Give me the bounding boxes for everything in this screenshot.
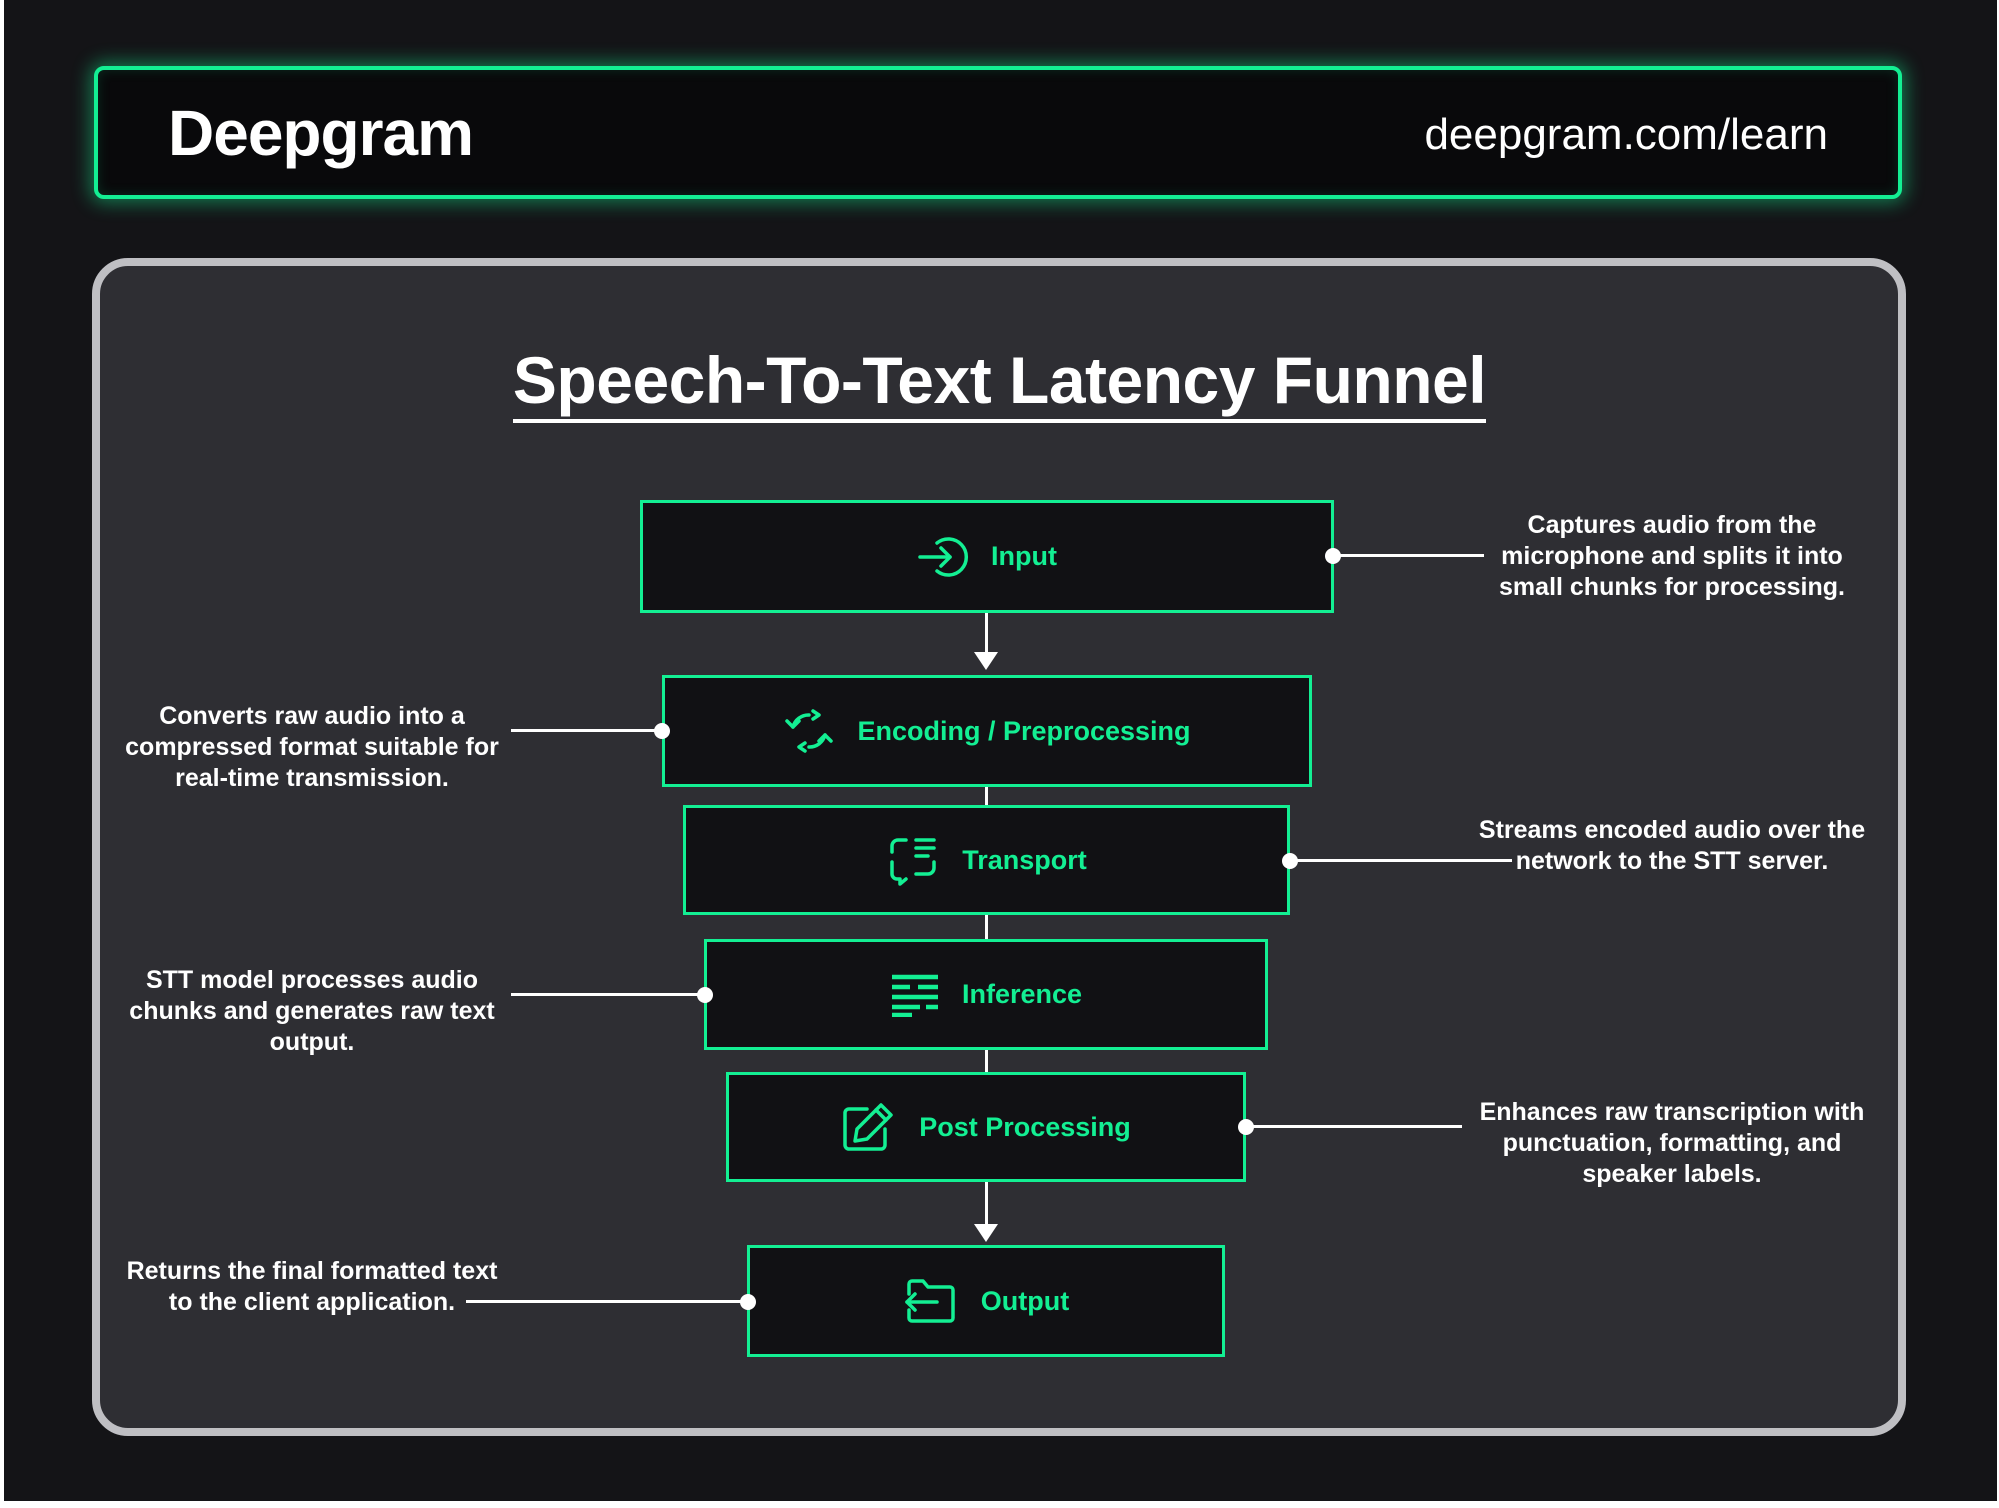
connector-transport-inference <box>985 915 988 939</box>
description-output: Returns the final formatted text to the … <box>126 1257 498 1316</box>
stage-inference: Inference <box>704 939 1268 1050</box>
stage-label: Input <box>991 541 1057 571</box>
text-lines-icon <box>890 973 940 1017</box>
callout-dot-input <box>1325 548 1341 564</box>
callout-line-output <box>466 1300 748 1303</box>
folder-export-icon <box>903 1278 959 1324</box>
stage-label: Post Processing <box>919 1111 1131 1142</box>
connector-encoding-transport <box>985 787 988 805</box>
refresh-arrows-icon <box>783 705 835 757</box>
stage-transport: Transport <box>683 805 1290 915</box>
connector-inference-post <box>985 1050 988 1072</box>
arrow-into-circle-icon <box>917 535 969 579</box>
description-transport: Streams encoded audio over the network t… <box>1478 816 1866 875</box>
connector-input-encoding <box>985 613 988 653</box>
arrowhead-encoding <box>974 652 998 670</box>
chat-transfer-icon <box>886 834 940 886</box>
pencil-edit-icon <box>841 1101 897 1153</box>
description-post-processing: Enhances raw transcription with punctuat… <box>1479 1098 1865 1188</box>
callout-line-encoding <box>511 729 663 732</box>
stage-label: Inference <box>961 979 1083 1009</box>
stage-label: Encoding / Preprocessing <box>857 715 1191 746</box>
stage-label: Transport <box>962 844 1087 875</box>
description-encoding: Converts raw audio into a compressed for… <box>125 702 499 792</box>
description-inference: STT model processes audio chunks and gen… <box>129 966 495 1056</box>
callout-dot-inference <box>697 987 713 1003</box>
stage-output: Output <box>747 1245 1225 1357</box>
connector-post-output <box>985 1182 988 1224</box>
callout-line-post-processing <box>1246 1125 1462 1128</box>
stage-label: Output <box>980 1285 1070 1316</box>
site-url[interactable]: deepgram.com/learn <box>1424 110 1828 159</box>
diagram-title: Speech-To-Text Latency Funnel <box>512 343 1487 423</box>
stage-input: Input <box>640 500 1334 613</box>
callout-dot-output <box>740 1294 756 1310</box>
callout-dot-encoding <box>654 723 670 739</box>
callout-line-transport <box>1290 859 1512 862</box>
callout-line-inference <box>511 993 705 996</box>
stage-encoding: Encoding / Preprocessing <box>662 675 1312 787</box>
deepgram-logo[interactable]: Deepgram <box>168 97 474 169</box>
arrowhead-output <box>974 1224 998 1242</box>
callout-dot-transport <box>1282 853 1298 869</box>
callout-line-input <box>1334 554 1484 557</box>
callout-dot-post-processing <box>1238 1119 1254 1135</box>
stage-post-processing: Post Processing <box>726 1072 1246 1182</box>
diagram-title-wrap: Speech-To-Text Latency Funnel <box>0 342 1999 423</box>
header-banner: Deepgram deepgram.com/learn <box>94 66 1902 199</box>
description-input: Captures audio from the microphone and s… <box>1499 511 1845 601</box>
